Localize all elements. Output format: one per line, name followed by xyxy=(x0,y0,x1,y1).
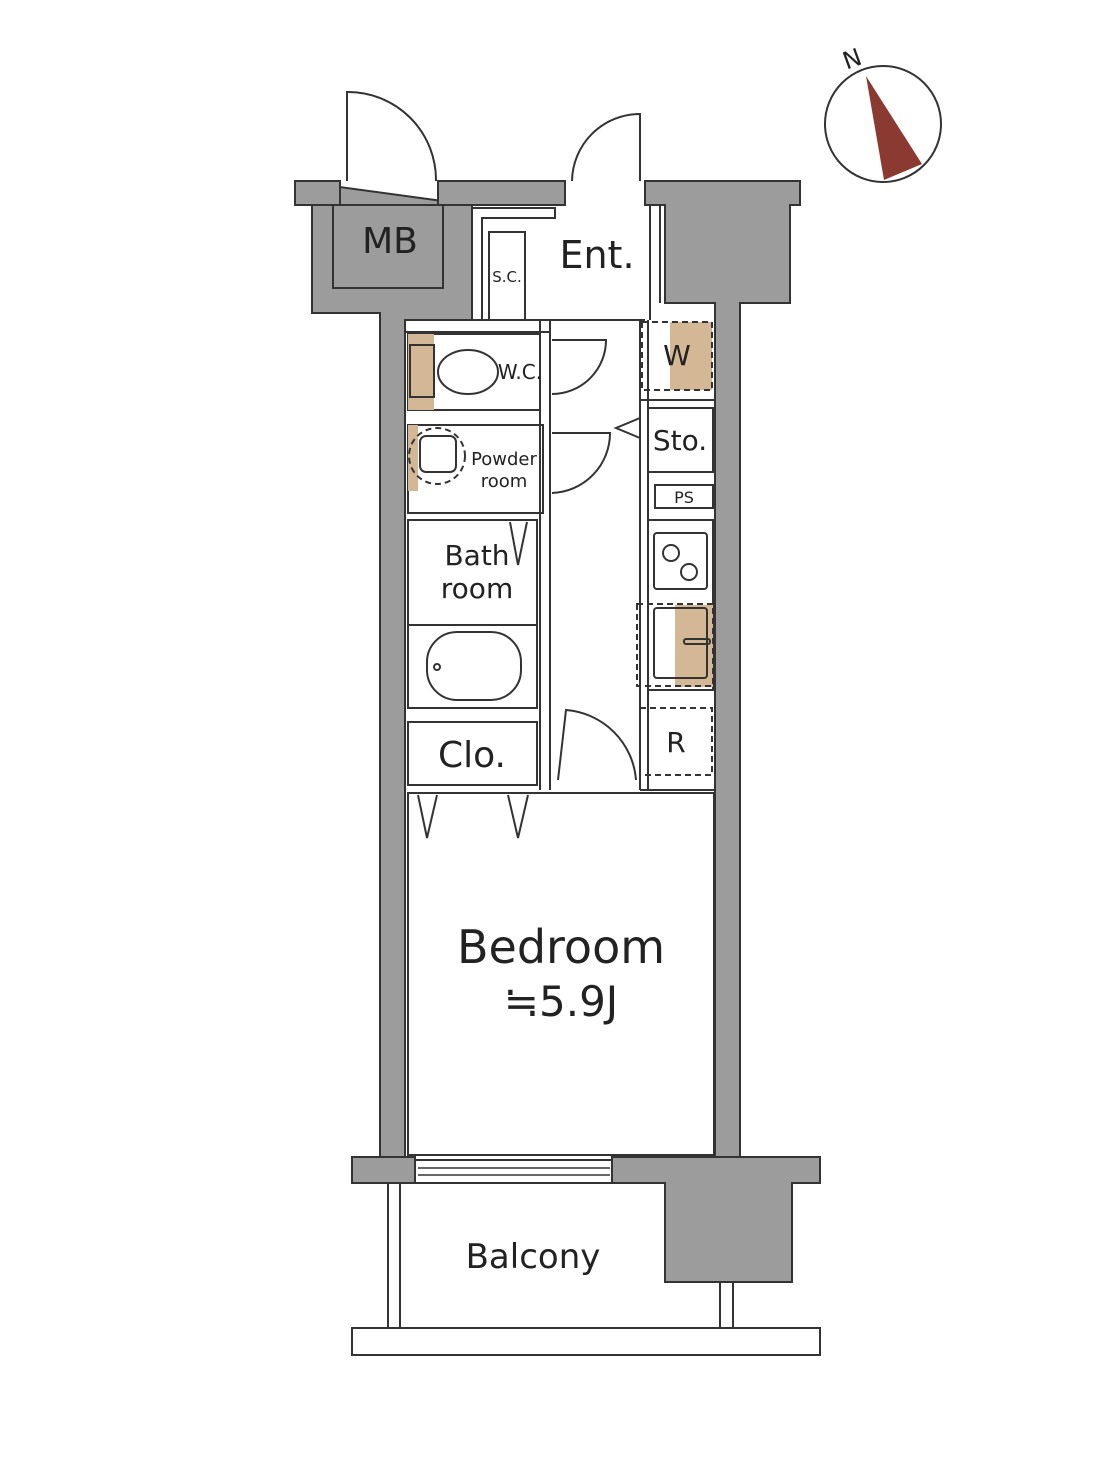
balcony-window[interactable] xyxy=(414,1159,613,1184)
compass-arrow-icon xyxy=(866,76,922,180)
bathroom xyxy=(407,519,538,709)
compass-north-label: N xyxy=(839,43,865,75)
washbasin xyxy=(419,435,457,473)
burner-icon xyxy=(680,563,698,581)
faucet xyxy=(683,638,711,645)
wc-label: W.C. xyxy=(498,360,542,384)
storage-door xyxy=(613,417,641,439)
wall-right xyxy=(644,180,801,1158)
balcony-side-rail xyxy=(387,1182,401,1329)
pipe-space-label: PS xyxy=(674,488,694,507)
powder-room-door xyxy=(551,432,612,494)
wall-segment xyxy=(437,180,566,206)
bathtub xyxy=(426,631,522,701)
bedroom-label: Bedroom xyxy=(457,920,665,974)
closet-doors xyxy=(417,794,529,839)
pipe-space xyxy=(654,484,714,509)
cooktop xyxy=(653,532,708,590)
bathroom-label-2: room xyxy=(441,572,513,605)
toilet-bowl xyxy=(437,349,499,395)
interior-walls xyxy=(405,205,661,790)
mb-label: MB xyxy=(362,221,418,262)
entrance-label: Ent. xyxy=(559,233,634,277)
powder-room-label-2: room xyxy=(481,471,528,492)
wall-segment xyxy=(294,180,341,206)
bedroom xyxy=(407,792,715,1156)
balcony-label: Balcony xyxy=(466,1237,601,1277)
wall-bottom-left xyxy=(351,1156,416,1184)
powder-room-label-1: Powder xyxy=(471,449,537,470)
bedroom-size: ≒5.9J xyxy=(504,977,618,1026)
balcony-rail xyxy=(351,1327,821,1356)
wall-bottom-right xyxy=(611,1156,821,1283)
toilet-tank xyxy=(409,344,435,398)
powder-storage xyxy=(408,425,418,491)
refrigerator-label: R xyxy=(666,726,685,759)
bath-door xyxy=(509,521,528,566)
bathroom-label-1: Bath xyxy=(444,539,509,572)
closet-label: Clo. xyxy=(438,735,506,776)
refrigerator-space xyxy=(639,707,713,776)
closet xyxy=(407,721,538,786)
bedroom-door xyxy=(557,708,637,781)
compass: N xyxy=(824,43,942,183)
wall-left-column xyxy=(311,204,473,1158)
entrance-door xyxy=(571,112,641,182)
washer-storage xyxy=(670,322,712,390)
washbasin-swing xyxy=(408,427,466,485)
washer-label: W xyxy=(663,339,691,372)
storage xyxy=(647,407,714,473)
mb-room xyxy=(332,204,444,289)
shoe-closet-label: S.C. xyxy=(492,268,522,286)
entrance-step xyxy=(472,207,556,320)
storage-label: Sto. xyxy=(653,424,707,457)
balcony-post xyxy=(719,1281,734,1329)
burner-icon xyxy=(662,544,680,562)
mb-door xyxy=(346,90,438,182)
wc-door xyxy=(551,339,608,395)
